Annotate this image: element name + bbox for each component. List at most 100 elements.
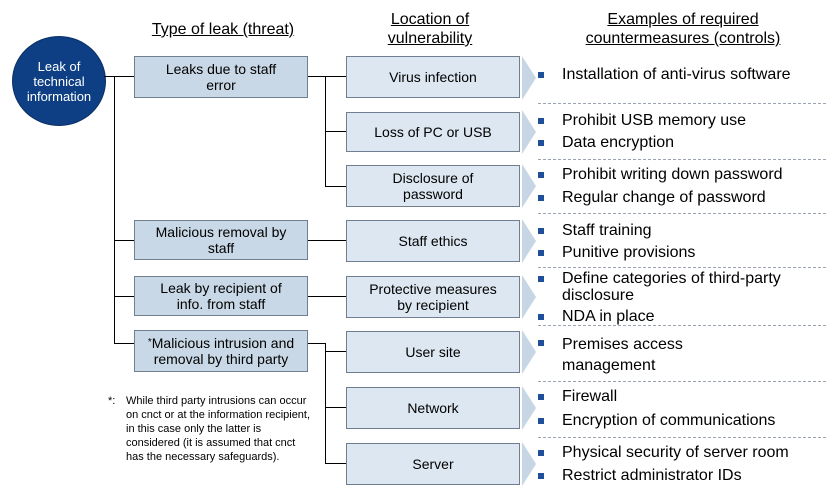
connector-threat-2 <box>114 240 134 241</box>
arrow-right-icon <box>522 330 536 374</box>
location-server: Server <box>346 443 520 485</box>
location-user-site: User site <box>346 331 520 373</box>
threat-label-line1: Malicious removal by <box>155 224 287 240</box>
controls-virus-infection: Installation of anti-virus software <box>538 56 826 104</box>
bullet-square-icon <box>538 314 544 320</box>
connector-t4-loc7 <box>325 407 346 408</box>
arrow-right-icon <box>522 164 536 208</box>
control-text: Data encryption <box>562 134 675 151</box>
bullet-square-icon <box>538 140 544 146</box>
connector-t4-loc6 <box>325 351 346 352</box>
bullet-square-icon <box>538 172 544 178</box>
connector-t4-loc8 <box>325 463 346 464</box>
location-virus-infection: Virus infection <box>346 56 520 98</box>
connector-threat-1 <box>114 76 134 77</box>
footnote-marker: * <box>147 337 152 348</box>
controls-loss-of-pc: Prohibit USB memory use Data encryption <box>538 104 826 160</box>
bullet-square-icon <box>538 195 544 201</box>
arrow-right-icon <box>522 275 536 319</box>
control-text: Installation of anti-virus software <box>562 66 791 83</box>
header-location-line2: vulnerability <box>387 30 473 47</box>
control-text: Premises access management <box>562 336 683 374</box>
header-examples-line2: countermeasures (controls) <box>585 30 781 47</box>
location-label: Loss of PC or USB <box>374 124 492 140</box>
connector-t4-out <box>308 343 325 344</box>
arrow-right-icon <box>522 219 536 263</box>
control-text: Punitive provisions <box>562 244 696 261</box>
threat-label-line1: *Malicious intrusion and <box>148 335 294 351</box>
controls-staff-ethics: Staff training Punitive provisions <box>538 214 826 268</box>
arrow-right-icon <box>522 442 536 486</box>
connector-t1-loc2 <box>325 131 346 132</box>
control-text: Encryption of communications <box>562 412 776 429</box>
arrow-right-icon <box>522 110 536 154</box>
header-examples-line1: Examples of required <box>607 11 759 28</box>
threat-label-line2: error <box>206 77 236 93</box>
bullet-square-icon <box>538 473 544 479</box>
bullet-square-icon <box>538 340 544 346</box>
controls-network: Firewall Encryption of communications <box>538 382 826 438</box>
location-label: Staff ethics <box>398 233 468 249</box>
bullet-square-icon <box>538 276 544 282</box>
control-text: Staff training <box>562 222 652 239</box>
control-text: Define categories of third-party disclos… <box>562 270 781 304</box>
control-text: Restrict administrator IDs <box>562 467 742 484</box>
threat-label-line1: Leaks due to staff <box>165 61 277 77</box>
header-examples: Examples of required countermeasures (co… <box>548 10 818 48</box>
location-protective-measures: Protective measures by recipient <box>346 276 520 318</box>
location-label-line1: Disclosure of <box>392 170 474 186</box>
control-text: Prohibit USB memory use <box>562 112 747 129</box>
connector-t1-loc3 <box>325 186 346 187</box>
control-text: Regular change of password <box>562 189 766 206</box>
controls-server: Physical security of server room Restric… <box>538 438 826 492</box>
header-type-of-leak: Type of leak (threat) <box>151 21 295 38</box>
controls-user-site: Premises access management <box>538 326 826 382</box>
connector-t3-loc5 <box>308 296 346 297</box>
threat-label-line2: staff <box>207 240 235 256</box>
location-label: Server <box>412 456 454 472</box>
location-label-line2: password <box>403 186 463 202</box>
arrow-right-icon <box>522 56 536 100</box>
controls-disclosure-of-password: Prohibit writing down password Regular c… <box>538 160 826 214</box>
control-text: Prohibit writing down password <box>562 166 783 183</box>
connector-root-trunk <box>114 76 115 344</box>
bullet-square-icon <box>538 418 544 424</box>
control-text: Firewall <box>562 388 618 405</box>
root-line1: Leak of <box>37 58 81 74</box>
threat-label-line2: removal by third party <box>153 351 289 367</box>
header-location-line1: Location of <box>390 11 470 28</box>
connector-t1-out <box>308 76 346 77</box>
location-staff-ethics: Staff ethics <box>346 220 520 262</box>
threat-label-line1: Leak by recipient of <box>160 280 282 296</box>
bullet-square-icon <box>538 250 544 256</box>
location-network: Network <box>346 387 520 429</box>
threat-third-party-intrusion: *Malicious intrusion and removal by thir… <box>134 330 308 372</box>
bullet-square-icon <box>538 72 544 78</box>
bullet-square-icon <box>538 118 544 124</box>
location-loss-of-pc-or-usb: Loss of PC or USB <box>346 112 520 152</box>
threat-label-line1-text: Malicious intrusion and <box>151 335 295 351</box>
root-line3: information <box>26 88 92 104</box>
root-node-leak-of-technical-information: Leak of technical information <box>12 36 106 126</box>
connector-t2-loc4 <box>308 240 346 241</box>
header-location: Location of vulnerability <box>350 10 510 48</box>
location-label-line1: Protective measures <box>369 281 497 297</box>
connector-threat-4 <box>114 343 134 344</box>
footnote-marker: *: <box>108 395 116 407</box>
bullet-square-icon <box>538 450 544 456</box>
location-label: Virus infection <box>389 69 477 85</box>
arrow-right-icon <box>522 386 536 430</box>
location-label-line2: by recipient <box>397 297 469 313</box>
bullet-square-icon <box>538 394 544 400</box>
bullet-square-icon <box>538 228 544 234</box>
threat-leak-by-recipient: Leak by recipient of info. from staff <box>134 276 308 316</box>
threat-label-line2: info. from staff <box>176 296 266 312</box>
threat-malicious-removal-by-staff: Malicious removal by staff <box>134 220 308 260</box>
location-label: Network <box>407 400 459 416</box>
root-line2: technical <box>33 73 85 89</box>
location-disclosure-of-password: Disclosure of password <box>346 165 520 207</box>
connector-root-stub <box>104 76 115 77</box>
connector-t4-trunk <box>325 343 326 463</box>
control-text: NDA in place <box>562 308 655 325</box>
threat-staff-error: Leaks due to staff error <box>134 56 308 98</box>
